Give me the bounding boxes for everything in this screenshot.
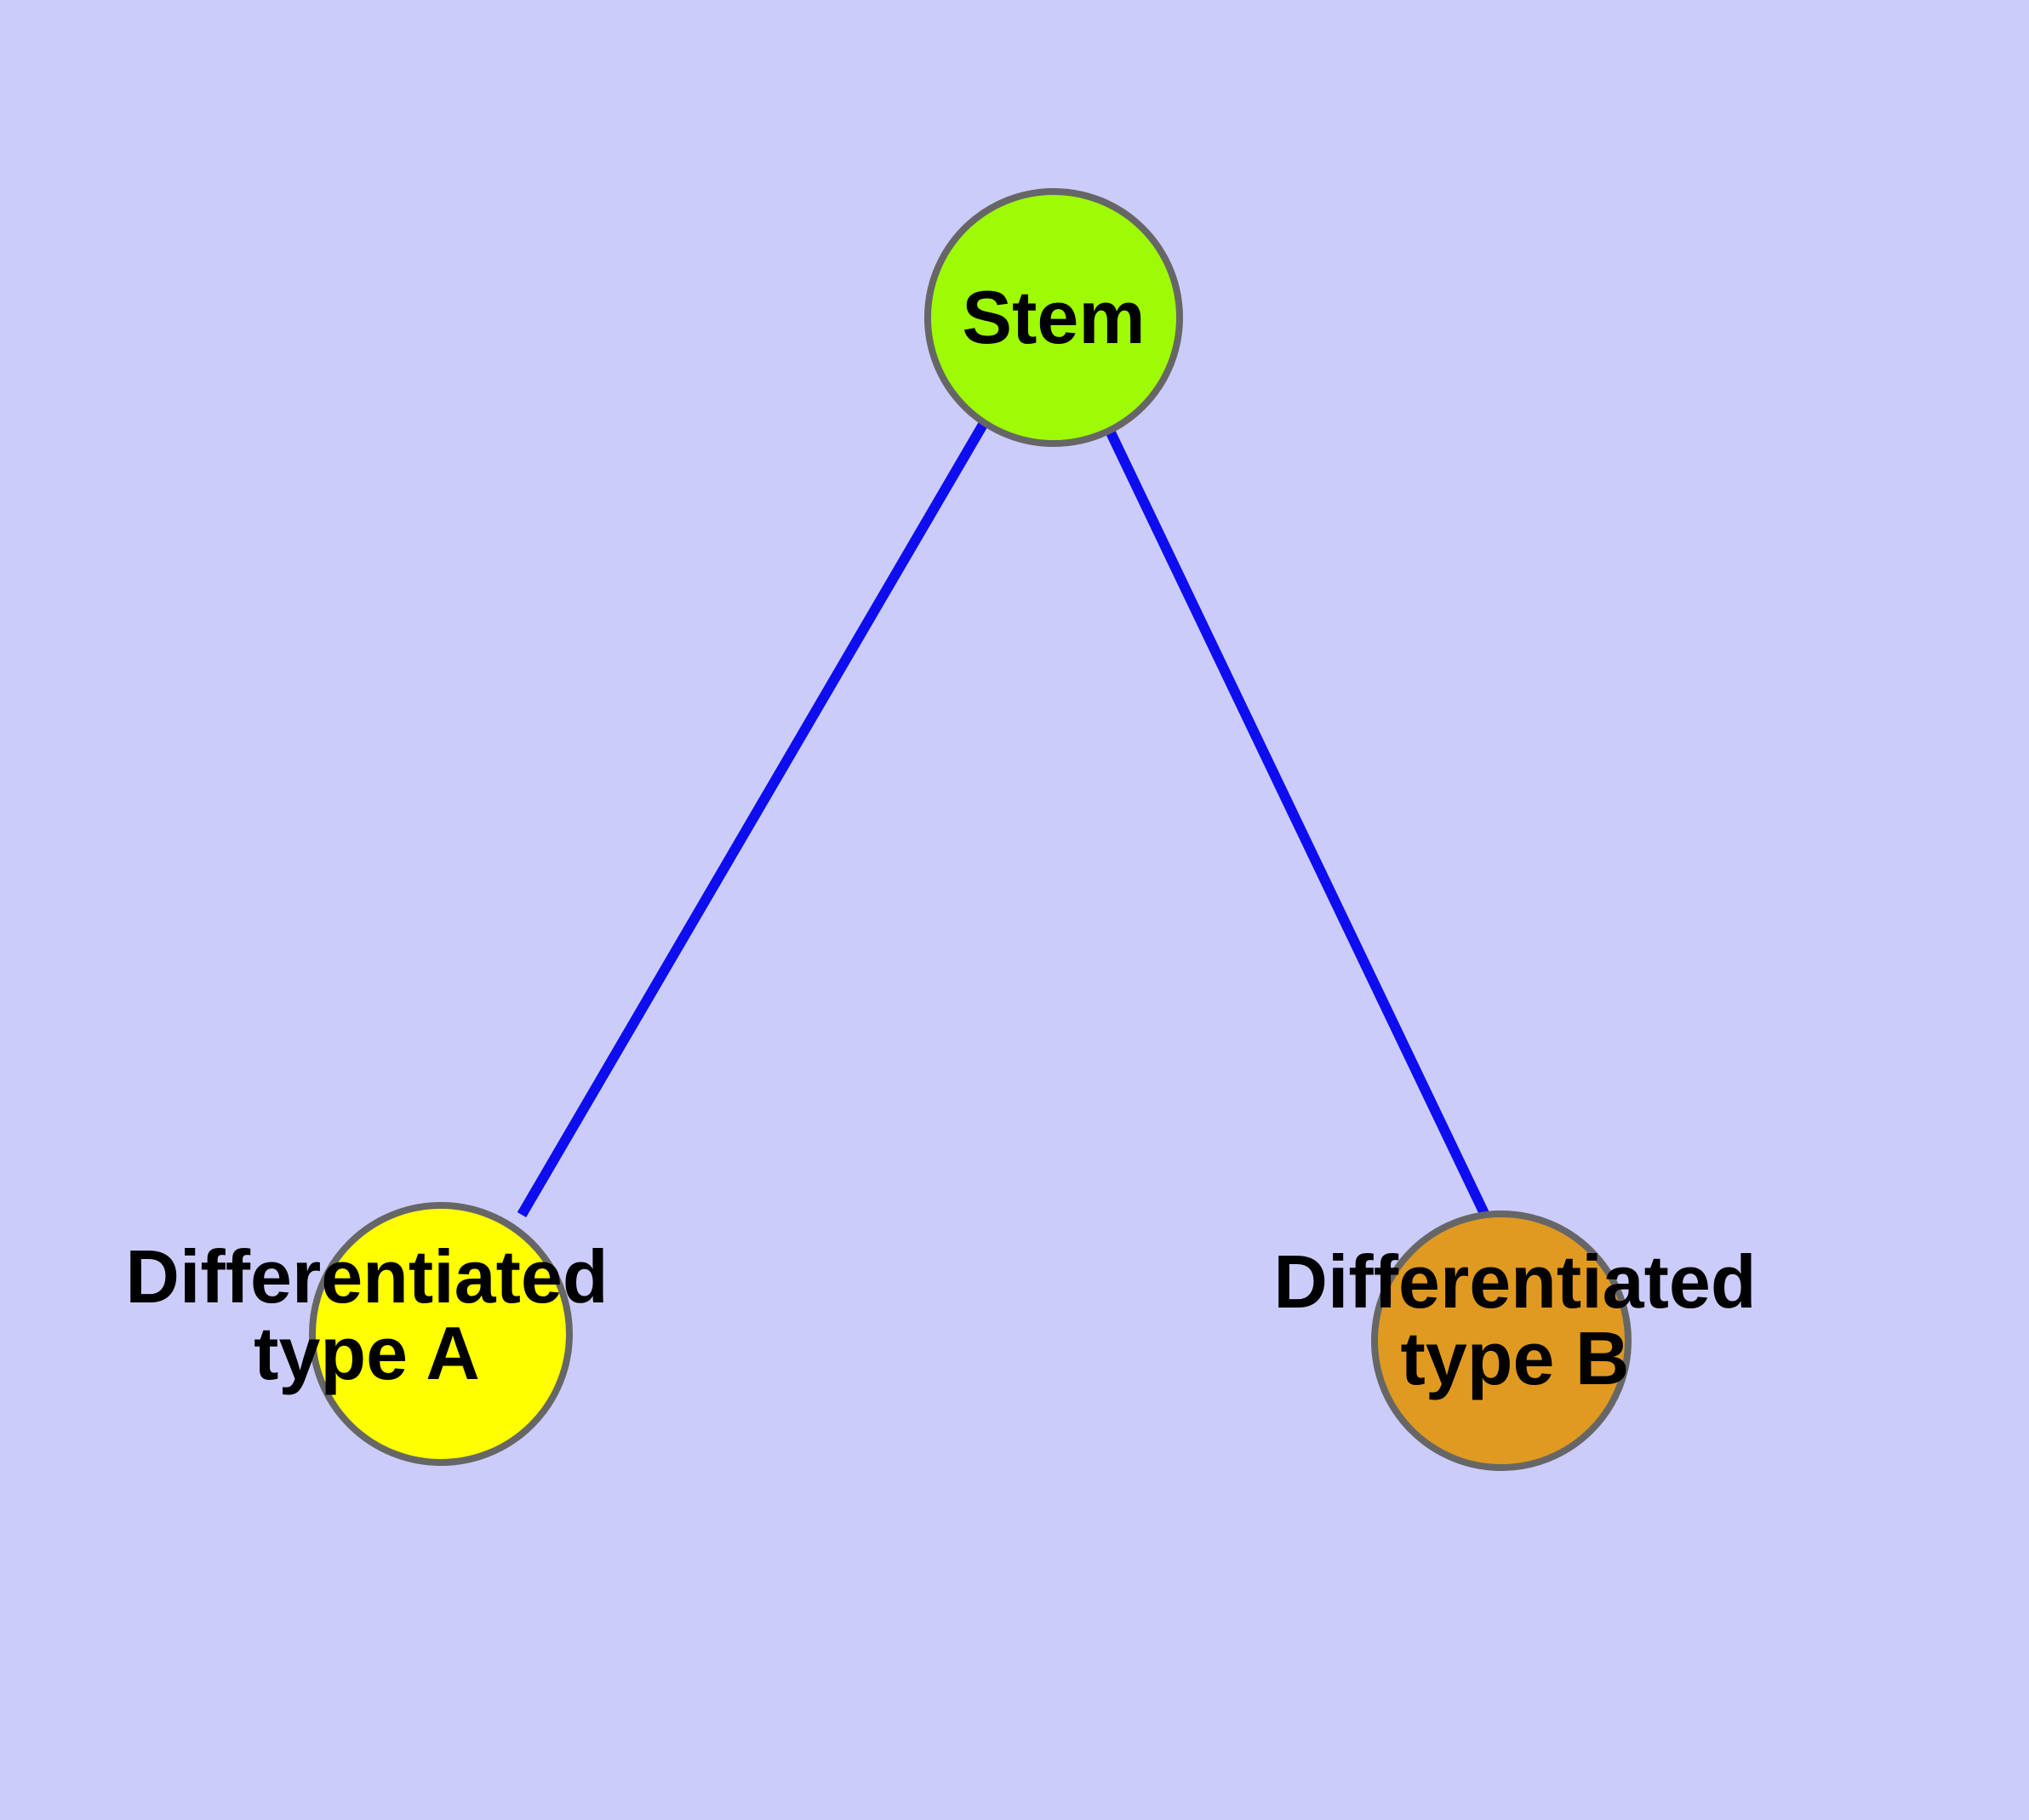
graph-node-diff-a[interactable] bbox=[309, 1202, 573, 1466]
graph-edge-stem-to-diff-b[interactable] bbox=[1105, 428, 1495, 1227]
graph-node-stem[interactable] bbox=[924, 188, 1183, 447]
graph-node-diff-b[interactable] bbox=[1371, 1210, 1632, 1471]
nodes-group bbox=[309, 188, 1632, 1471]
node-label-line: Differentiated bbox=[1273, 1239, 1756, 1324]
node-label-stem: Stem bbox=[962, 275, 1145, 359]
node-label-line: type B bbox=[1401, 1316, 1630, 1400]
graph-edge-stem-to-diff-a[interactable] bbox=[517, 420, 989, 1218]
node-label-line: Stem bbox=[962, 275, 1145, 359]
node-label-line: type A bbox=[254, 1311, 480, 1395]
edges-group bbox=[517, 420, 1495, 1227]
node-label-line: Differentiated bbox=[125, 1234, 608, 1319]
